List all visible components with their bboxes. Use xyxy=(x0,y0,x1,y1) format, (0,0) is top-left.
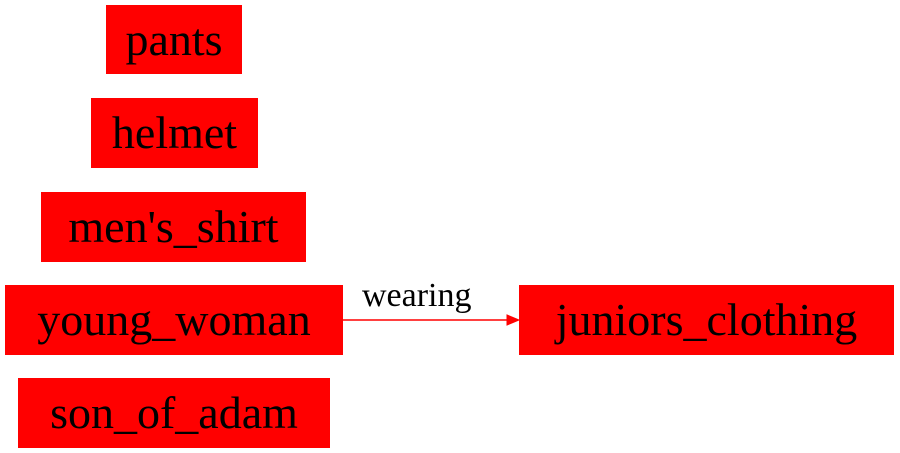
node-juniors-clothing: juniors_clothing xyxy=(519,285,894,355)
node-mens-shirt: men's_shirt xyxy=(41,192,306,262)
edge-wearing-label: wearing xyxy=(362,277,472,314)
node-pants: pants xyxy=(106,5,242,74)
node-son-of-adam: son_of_adam xyxy=(18,378,330,448)
edge-wearing-arrowhead xyxy=(506,314,521,326)
node-young-woman: young_woman xyxy=(5,285,343,355)
node-helmet: helmet xyxy=(91,98,258,168)
